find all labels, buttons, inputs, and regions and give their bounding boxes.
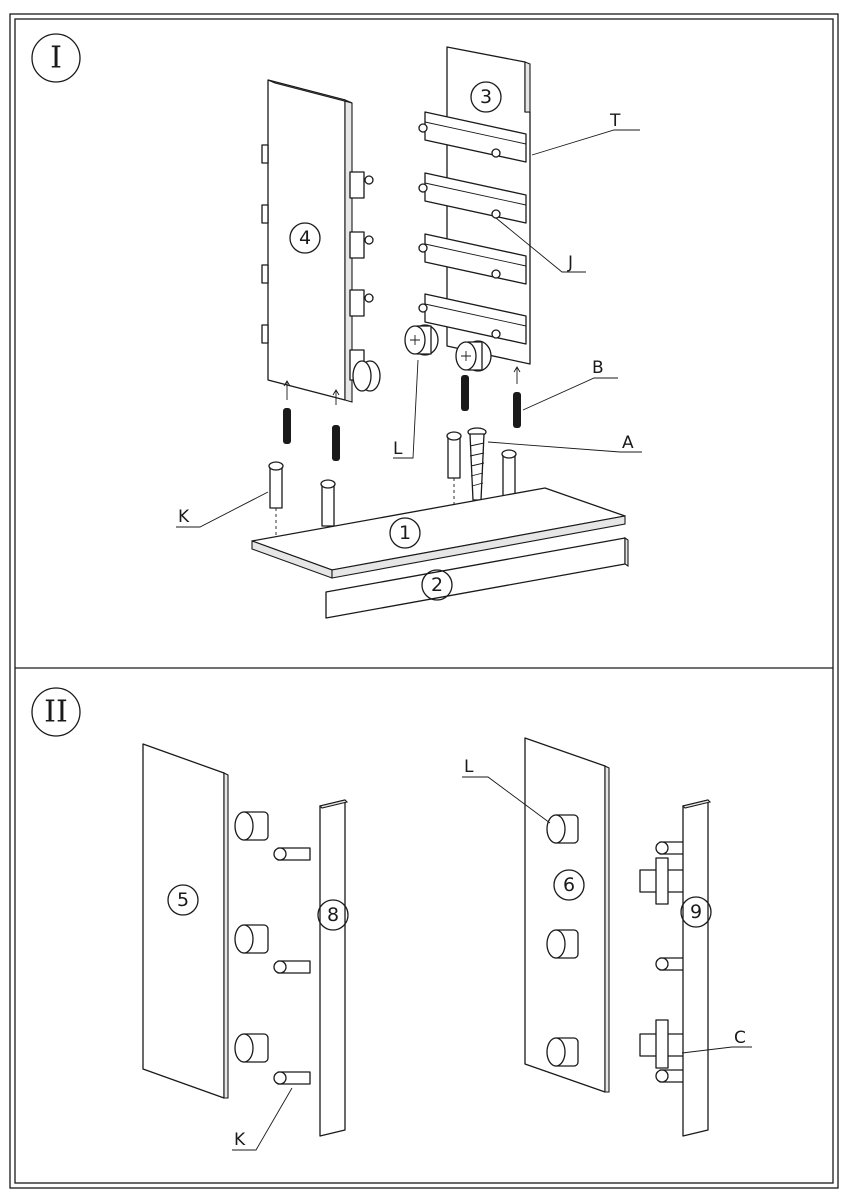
part-4-number: 4 bbox=[299, 227, 311, 249]
panel-6: 6 bbox=[524, 737, 610, 1093]
label-T: T bbox=[531, 111, 640, 156]
cam-lock-L bbox=[404, 324, 492, 372]
runner-brackets-panel-4 bbox=[349, 171, 381, 392]
cam-locks-panel-5 bbox=[234, 811, 269, 1063]
part-1-number: 1 bbox=[399, 522, 411, 544]
part-8-badge bbox=[317, 899, 349, 931]
label-L-section-2: L bbox=[462, 757, 551, 824]
part-8-number: 8 bbox=[327, 904, 339, 926]
label-J: J bbox=[495, 217, 586, 273]
inner-frame bbox=[14, 18, 834, 1184]
drawer-runners-T bbox=[418, 111, 527, 345]
label-A: A bbox=[487, 433, 642, 453]
panel-2: 2 bbox=[325, 536, 629, 619]
svg-text:K: K bbox=[234, 1130, 246, 1150]
svg-text:L: L bbox=[464, 757, 474, 777]
svg-text:C: C bbox=[734, 1028, 746, 1048]
cam-locks-panel-6 bbox=[546, 814, 579, 1067]
part-2-badge bbox=[421, 569, 453, 601]
hinge-plates-C bbox=[639, 841, 687, 1083]
dowels-B bbox=[283, 366, 521, 461]
part-3-badge bbox=[470, 81, 502, 113]
panel-8: 8 bbox=[317, 799, 349, 1137]
svg-text:L: L bbox=[393, 439, 403, 459]
panel-5: 5 bbox=[142, 743, 229, 1099]
part-5-number: 5 bbox=[177, 889, 189, 911]
part-6-badge bbox=[553, 869, 585, 901]
panel-4: 4 bbox=[261, 79, 353, 403]
label-C: C bbox=[681, 1028, 752, 1054]
step-2-badge: II bbox=[31, 687, 81, 737]
panel-9: 9 bbox=[680, 799, 712, 1137]
label-B: B bbox=[522, 358, 618, 411]
part-9-number: 9 bbox=[690, 901, 702, 923]
step-2-numeral: II bbox=[44, 695, 68, 730]
svg-text:T: T bbox=[609, 111, 621, 131]
panel-1: 1 bbox=[251, 487, 626, 579]
part-4-badge bbox=[289, 222, 321, 254]
outer-frame bbox=[9, 13, 839, 1189]
label-K: K bbox=[176, 491, 269, 528]
step-1-badge: I bbox=[31, 33, 81, 83]
part-9-badge bbox=[680, 896, 712, 928]
part-5-badge bbox=[167, 884, 199, 916]
step-1-numeral: I bbox=[50, 41, 62, 76]
svg-text:B: B bbox=[592, 358, 604, 378]
svg-text:J: J bbox=[567, 253, 573, 273]
part-1-badge bbox=[389, 517, 421, 549]
part-3-number: 3 bbox=[480, 86, 492, 108]
cam-bolts-panel-8 bbox=[273, 847, 311, 1085]
svg-text:A: A bbox=[622, 433, 634, 453]
label-L: L bbox=[393, 359, 419, 459]
svg-text:K: K bbox=[178, 507, 190, 527]
part-6-number: 6 bbox=[563, 874, 575, 896]
part-2-number: 2 bbox=[431, 574, 443, 596]
label-K-section-2: K bbox=[232, 1087, 293, 1151]
